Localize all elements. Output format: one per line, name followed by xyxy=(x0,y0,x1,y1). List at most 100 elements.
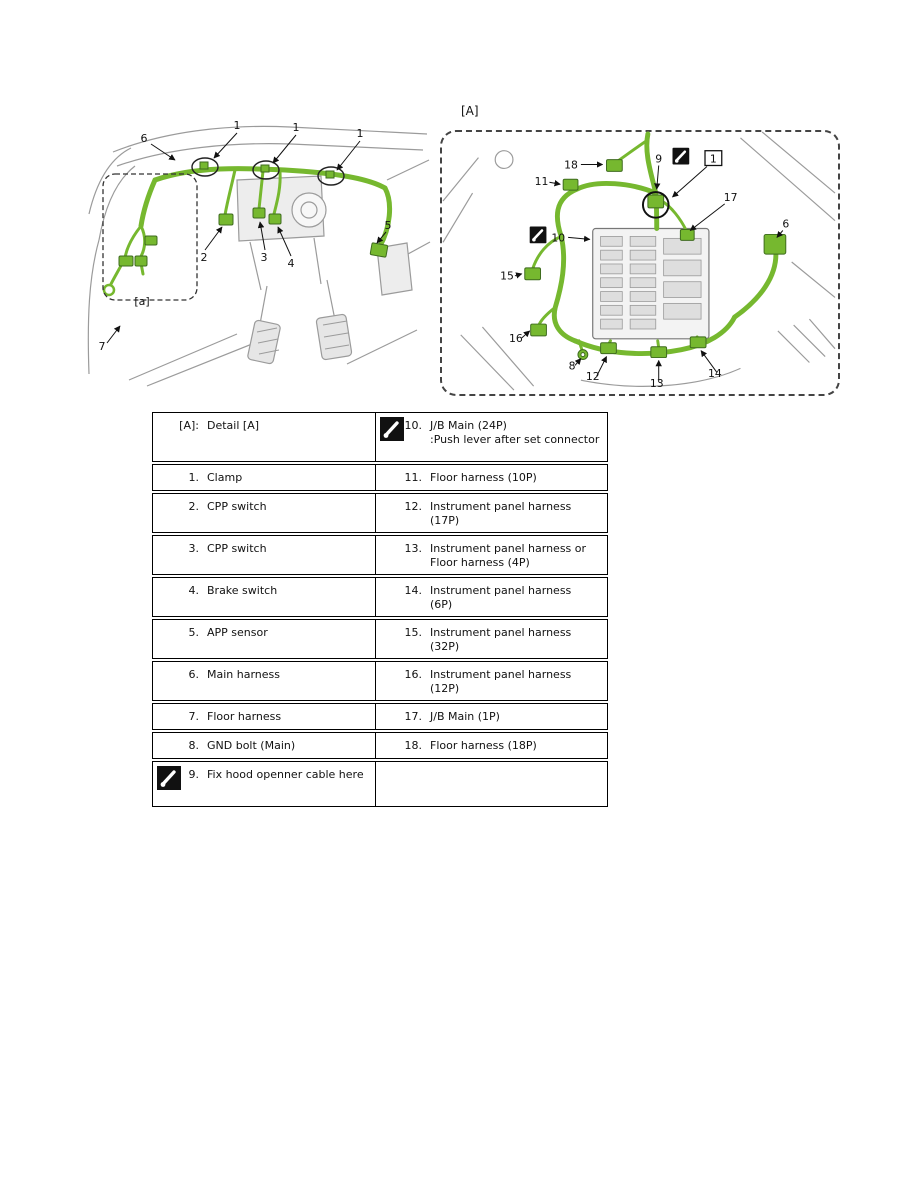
legend-cell: 5. APP sensor xyxy=(152,619,376,659)
item-text: Instrument panel harness or Floor harnes… xyxy=(430,542,587,569)
item-text: CPP switch xyxy=(207,542,267,555)
item-number: 4. xyxy=(188,584,200,597)
hand-press-icon xyxy=(157,766,181,790)
legend-cell: 8. GND bolt (Main) xyxy=(152,732,376,759)
callout-10: 10 xyxy=(551,231,565,244)
legend-cell: 18. Floor harness (18P) xyxy=(375,732,608,759)
item-number: 15. xyxy=(404,626,423,639)
table-row: 7. Floor harness 17. J/B Main (1P) xyxy=(152,703,608,730)
item-number: [A]: xyxy=(179,419,199,432)
car-body-lineart xyxy=(87,125,431,387)
callout-4: 4 xyxy=(288,257,295,270)
callout-11: 11 xyxy=(535,175,549,188)
callout-7: 7 xyxy=(99,340,106,353)
callout-1c: 1 xyxy=(357,127,364,140)
callout-2: 2 xyxy=(201,251,208,264)
figure-overview: 6 1 1 1 2 3 4 5 7 [a] xyxy=(85,118,432,388)
item-text: Clamp xyxy=(207,471,243,484)
harness-connectors xyxy=(118,161,389,267)
fuse-array xyxy=(600,236,702,330)
table-row: 8. GND bolt (Main) 18. Floor harness (18… xyxy=(152,732,608,759)
table-row: 2. CPP switch 12. Instrument panel harne… xyxy=(152,493,608,533)
callout-3: 3 xyxy=(261,251,268,264)
table-row: 3. CPP switch 13. Instrument panel harne… xyxy=(152,535,608,575)
detail-a-dashed-box xyxy=(102,173,198,301)
callout-13: 13 xyxy=(650,377,664,390)
callout-6: 6 xyxy=(141,132,148,145)
item-text: Instrument panel harness (17P) xyxy=(430,500,572,527)
item-number: 10. xyxy=(404,419,423,432)
callout-5: 5 xyxy=(385,219,392,232)
hand-press-icon xyxy=(529,226,547,244)
item-number: 3. xyxy=(188,542,200,555)
item-text: GND bolt (Main) xyxy=(207,739,296,752)
item-text: CPP switch xyxy=(207,500,267,513)
item-text: Floor harness xyxy=(207,710,282,723)
callout-1b: 1 xyxy=(293,121,300,134)
harness-connectors-detail xyxy=(524,159,787,361)
item-number: 18. xyxy=(404,739,423,752)
callout-8: 8 xyxy=(569,359,576,372)
item-text: J/B Main (24P) :Push lever after set con… xyxy=(430,419,600,446)
item-number: 8. xyxy=(188,739,200,752)
legend-cell: 2. CPP switch xyxy=(152,493,376,533)
legend-cell: 15. Instrument panel harness (32P) xyxy=(375,619,608,659)
item-text: Floor harness (10P) xyxy=(430,471,537,484)
callout-a: [a] xyxy=(134,295,149,308)
callout-6: 6 xyxy=(782,218,789,231)
callout-14: 14 xyxy=(708,367,722,380)
callout-16: 16 xyxy=(509,332,523,345)
legend-cell: 17. J/B Main (1P) xyxy=(375,703,608,730)
item-number: 9. xyxy=(188,768,200,781)
table-row: 9. Fix hood openner cable here xyxy=(152,761,608,807)
item-text: Fix hood openner cable here xyxy=(207,768,364,781)
parts-legend-table: [A]: Detail [A] 10. J/B Main (24P) :Push… xyxy=(152,412,608,809)
legend-cell: 14. Instrument panel harness (6P) xyxy=(375,577,608,617)
figure-detail-a: 1 18 11 9 xyxy=(440,130,840,396)
svg-text:1: 1 xyxy=(710,153,717,166)
item-text: Instrument panel harness (12P) xyxy=(430,668,572,695)
legend-cell: 3. CPP switch xyxy=(152,535,376,575)
item-number: 7. xyxy=(188,710,200,723)
legend-cell xyxy=(375,761,608,807)
item-number: 17. xyxy=(404,710,423,723)
item-text: Floor harness (18P) xyxy=(430,739,537,752)
item-text: Instrument panel harness (32P) xyxy=(430,626,572,653)
item-number: 16. xyxy=(404,668,423,681)
table-row: 6. Main harness 16. Instrument panel har… xyxy=(152,661,608,701)
legend-cell: 1. Clamp xyxy=(152,464,376,491)
callout-17: 17 xyxy=(724,191,738,204)
item-number: 14. xyxy=(404,584,423,597)
callout-1a: 1 xyxy=(234,119,241,132)
table-row: 5. APP sensor 15. Instrument panel harne… xyxy=(152,619,608,659)
item-text: Detail [A] xyxy=(207,419,260,432)
legend-cell: 11. Floor harness (10P) xyxy=(375,464,608,491)
dash-panel-lineart xyxy=(442,131,836,391)
callout-leaders xyxy=(106,132,387,344)
item-number: 13. xyxy=(404,542,423,555)
legend-cell: 13. Instrument panel harness or Floor ha… xyxy=(375,535,608,575)
item-number: 1. xyxy=(188,471,200,484)
item-text: Main harness xyxy=(207,668,280,681)
clamp-circles xyxy=(191,157,345,186)
hand-press-icon xyxy=(672,147,690,165)
connector-highlight-circle xyxy=(641,191,670,219)
legend-cell: [A]: Detail [A] xyxy=(152,412,376,462)
junction-block xyxy=(592,227,710,340)
table-row: 1. Clamp 11. Floor harness (10P) xyxy=(152,464,608,491)
item-number: 6. xyxy=(188,668,200,681)
legend-cell: 4. Brake switch xyxy=(152,577,376,617)
legend-cell: 7. Floor harness xyxy=(152,703,376,730)
callout-12: 12 xyxy=(586,370,600,383)
legend-cell: 12. Instrument panel harness (17P) xyxy=(375,493,608,533)
table-row: [A]: Detail [A] 10. J/B Main (24P) :Push… xyxy=(152,412,608,462)
callout-9: 9 xyxy=(655,153,662,166)
callout-labels-detail: 18 11 9 17 6 10 15 16 8 12 13 14 xyxy=(500,153,789,391)
callout-labels: 6 1 1 1 2 3 4 5 7 [a] xyxy=(99,119,392,353)
detail-a-title: [A] xyxy=(461,104,479,118)
legend-cell: 6. Main harness xyxy=(152,661,376,701)
hand-press-icon xyxy=(380,417,404,441)
item-text: APP sensor xyxy=(207,626,268,639)
item-number: 12. xyxy=(404,500,423,513)
